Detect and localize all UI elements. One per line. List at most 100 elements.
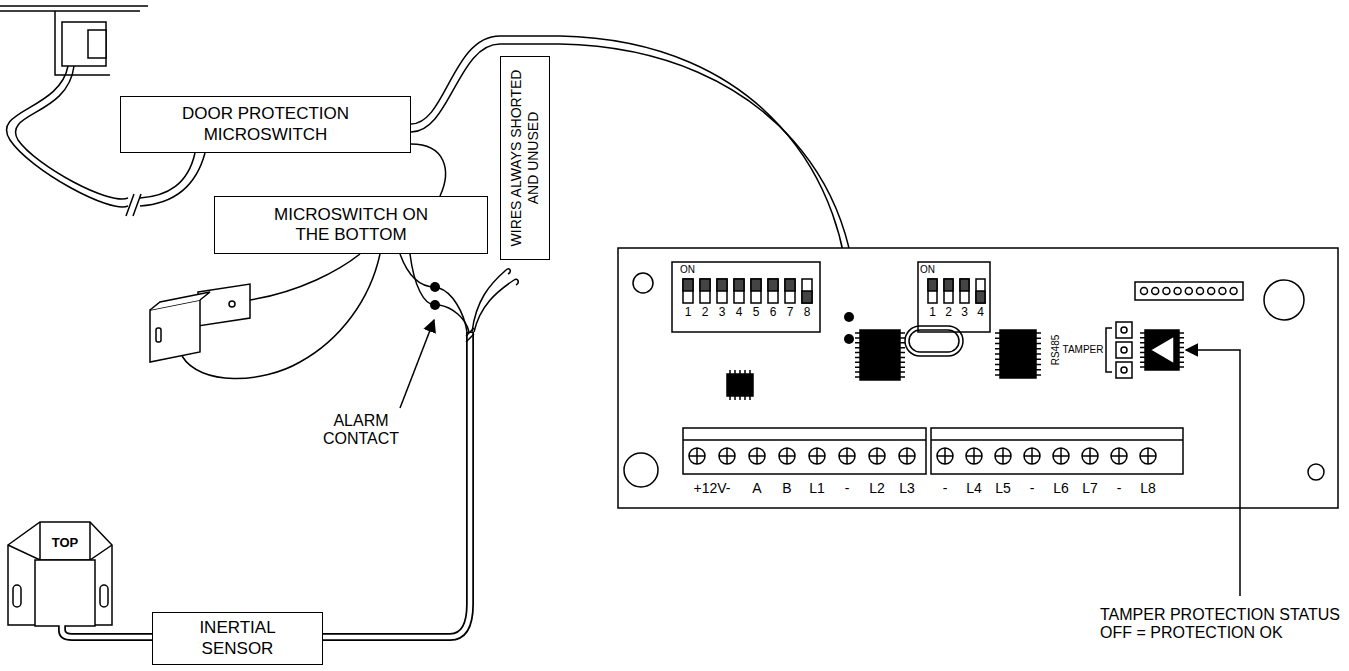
terminal-label: L8 [1140, 480, 1156, 496]
rect-shape [1116, 342, 1132, 358]
terminal-label: L6 [1053, 480, 1069, 496]
mount-slot [100, 585, 108, 607]
rect-shape [1145, 330, 1179, 370]
text-label: 3 [719, 306, 726, 320]
rect-shape [1000, 330, 1036, 378]
text-label: TAMPER PROTECTION STATUS OFF = PROTECTIO… [1100, 606, 1349, 643]
circle-shape [1024, 448, 1040, 464]
alarm-contact-dot [430, 282, 440, 292]
circle-shape [1174, 288, 1181, 295]
label-box: WIRES ALWAYS SHORTED AND UNUSED [500, 56, 550, 260]
box-text: INERTIAL SENSOR [178, 618, 298, 659]
terminal-label: - [845, 480, 850, 496]
text-label: 2 [702, 306, 709, 320]
tamper-bracket [1106, 328, 1112, 372]
small-chip [727, 370, 753, 400]
circle-shape [1053, 448, 1069, 464]
alarm-wire [439, 305, 469, 332]
alarm-pointer [400, 320, 434, 408]
rect-shape [683, 279, 693, 303]
mount-hole [1308, 464, 1324, 480]
terminal-label: L4 [966, 480, 982, 496]
wire-break [126, 194, 141, 216]
screw-hole [229, 301, 235, 307]
switch-bracket [55, 11, 110, 75]
text-label: 6 [770, 306, 777, 320]
rect-shape [717, 279, 727, 291]
rect-shape [960, 279, 969, 291]
alarm-contact-dot [430, 300, 440, 310]
text-label: ON [920, 264, 935, 276]
bottom-microswitch [150, 292, 210, 310]
circle-shape [937, 448, 953, 464]
path-shape [809, 448, 825, 464]
terminal-label: +12V- [694, 480, 731, 496]
bottom-switch-wire [411, 144, 445, 196]
path-shape [749, 448, 765, 464]
terminal-label: - [1030, 480, 1035, 496]
terminal-label: L1 [809, 480, 825, 496]
sensor-body [35, 560, 95, 626]
terminal-label: B [782, 480, 791, 496]
door-wire [140, 153, 205, 206]
rect-shape [960, 279, 969, 303]
door-wire-dot [844, 334, 854, 344]
circle-shape [1140, 448, 1156, 464]
circle-shape [1121, 367, 1127, 373]
label-box: MICROSWITCH ON THE BOTTOM [214, 196, 488, 254]
text-label: 8 [804, 306, 811, 320]
rect-shape [768, 279, 778, 303]
rect-shape [976, 279, 985, 303]
circle-shape [1163, 288, 1170, 295]
terminal-label: L5 [995, 480, 1011, 496]
path-shape [1140, 448, 1156, 464]
rect-shape [785, 279, 795, 291]
rect-shape [785, 279, 795, 303]
unused-wire [472, 269, 510, 332]
rect-shape [717, 279, 727, 303]
path-shape [1150, 336, 1174, 364]
circle-shape [1152, 288, 1159, 295]
rect-shape [928, 279, 937, 303]
text-label: 2 [945, 306, 952, 320]
sensor-cable [62, 332, 470, 637]
rect-shape [751, 279, 761, 303]
dip-switch-8 [672, 262, 820, 332]
circle-shape [1185, 288, 1192, 295]
mount-slot [13, 585, 21, 607]
path-shape [966, 448, 982, 464]
door-wire-dot [844, 312, 854, 322]
label-box: DOOR PROTECTION MICROSWITCH [120, 96, 411, 153]
circle-shape [1219, 288, 1226, 295]
bottom-switch-wire [250, 254, 360, 300]
text-label: 1 [685, 306, 692, 320]
box-text: MICROSWITCH ON THE BOTTOM [261, 205, 441, 246]
rect-shape [860, 330, 900, 380]
circle-shape [966, 448, 982, 464]
text-label: 4 [977, 306, 984, 320]
rect-shape [976, 291, 985, 303]
terminal-label: L2 [869, 480, 885, 496]
alarm-wire [400, 254, 435, 287]
alarm-wire [410, 254, 435, 305]
circle-shape [899, 448, 915, 464]
circle-shape [1197, 288, 1204, 295]
rect-shape [1116, 322, 1132, 338]
rect-shape [1116, 362, 1132, 378]
circle-shape [719, 448, 735, 464]
circle-shape [1121, 347, 1127, 353]
text-label: RS485 [1050, 335, 1062, 366]
path-shape [937, 448, 953, 464]
text-label: 7 [787, 306, 794, 320]
sensor-edge [8, 522, 112, 560]
door-wire [6, 66, 128, 207]
path-shape [1082, 448, 1098, 464]
rect-shape [944, 279, 953, 303]
crystal [909, 330, 959, 352]
text-label: TAMPER [1063, 344, 1104, 356]
rect-shape [802, 279, 812, 303]
door-wire [140, 153, 195, 198]
circle-shape [1111, 448, 1127, 464]
tamper-leader [1186, 350, 1240, 596]
terminal-label: - [943, 480, 948, 496]
